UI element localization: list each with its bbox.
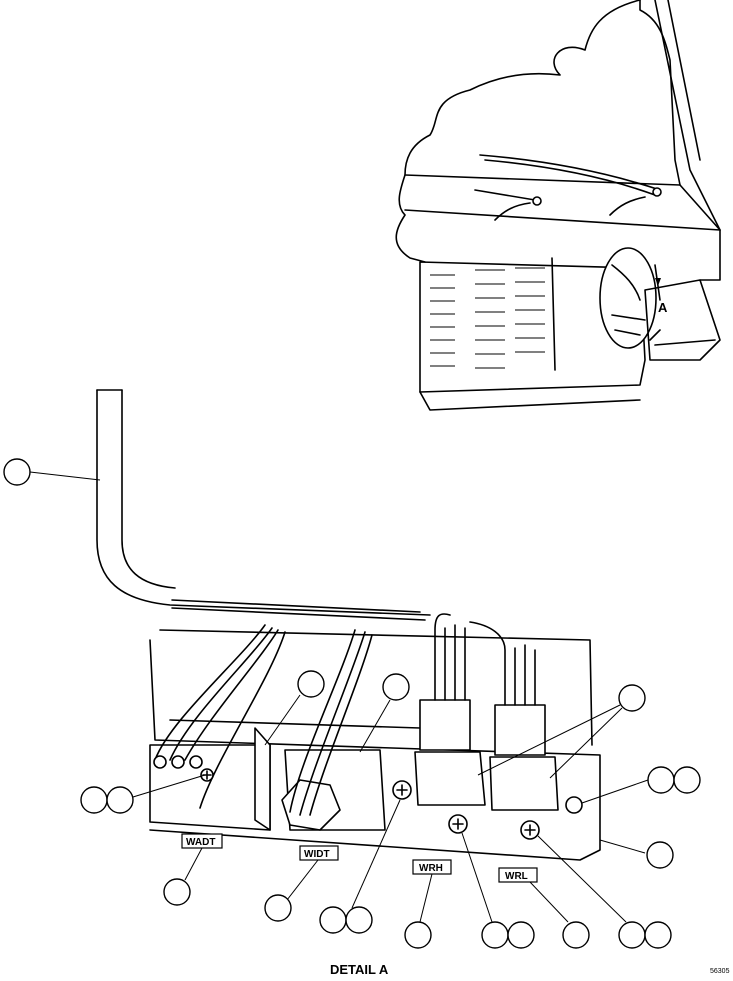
- callout-balloon: [319, 906, 347, 934]
- callout-balloon: [80, 786, 108, 814]
- grommet-icon: [565, 796, 583, 814]
- wire-end-icon: [652, 187, 662, 197]
- overview-unit: A: [395, 0, 721, 411]
- tag-wadt: WADT: [181, 833, 223, 849]
- callout-balloon: [644, 921, 672, 949]
- tag-wrl: WRL: [498, 867, 538, 883]
- svg-text:WADT: WADT: [186, 837, 215, 848]
- callout-balloon: [647, 766, 675, 794]
- drawing-number: 56305: [710, 968, 730, 975]
- callout-balloon: [618, 921, 646, 949]
- callout-balloon: [382, 673, 410, 701]
- octagonal-socket: [281, 779, 341, 831]
- callout-balloon: [646, 841, 674, 869]
- callout-balloon: [481, 921, 509, 949]
- callout-balloon: [507, 921, 535, 949]
- relay-wrh: [414, 751, 486, 806]
- callout-balloon: [297, 670, 325, 698]
- callout-balloon: [618, 684, 646, 712]
- detail-title: DETAIL A: [330, 962, 389, 977]
- tag-wrh: WRH: [412, 859, 452, 875]
- callout-balloon: [345, 906, 373, 934]
- tag-widt: WIDT: [299, 845, 339, 861]
- callout-balloon: [264, 894, 292, 922]
- callout-balloon: [673, 766, 701, 794]
- view-marker: A: [658, 300, 668, 315]
- callout-balloon: [106, 786, 134, 814]
- svg-text:WRL: WRL: [505, 871, 528, 882]
- relay-wadt: [149, 744, 271, 831]
- wire-end-icon: [532, 196, 542, 206]
- relay-wrl: [489, 756, 559, 811]
- detail-a-assembly: [96, 389, 601, 861]
- callout-balloon: [3, 458, 31, 486]
- callout-balloon: [163, 878, 191, 906]
- svg-text:WRH: WRH: [419, 863, 443, 874]
- callout-balloon: [404, 921, 432, 949]
- detail-region-circle: [599, 247, 657, 349]
- callout-balloon: [562, 921, 590, 949]
- cable-bundle: [96, 389, 431, 616]
- callout-balloons: [3, 458, 701, 949]
- louver-grille: [430, 267, 545, 369]
- svg-text:WIDT: WIDT: [304, 849, 330, 860]
